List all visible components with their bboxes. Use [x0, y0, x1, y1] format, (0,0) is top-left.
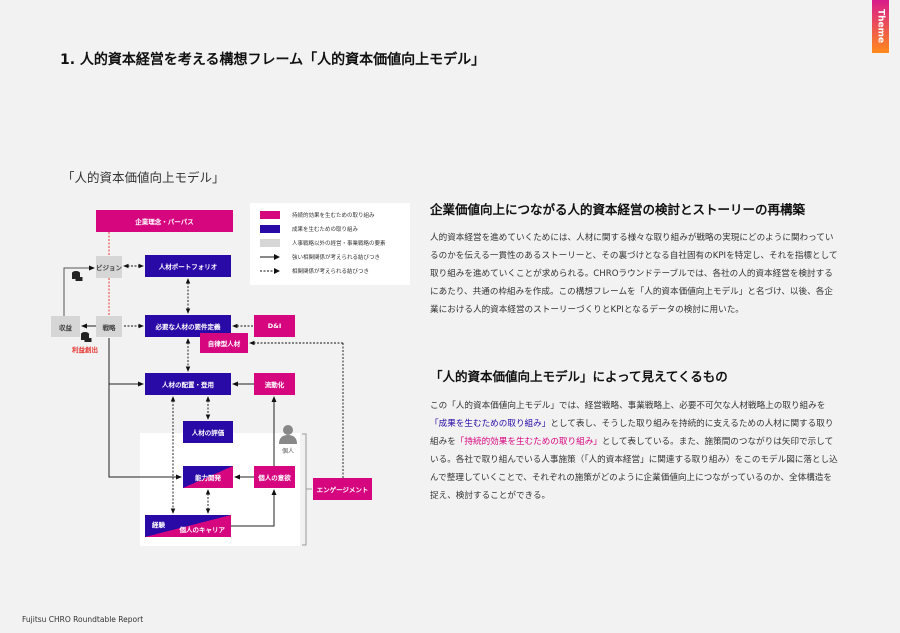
legend-item: 相関関係が考えられる結びつき	[260, 267, 369, 275]
solid-arrow-icon	[260, 254, 280, 260]
strategy-box: 戦略	[96, 316, 122, 337]
legend-item: 人事戦略以外の経営・事業戦略の要素	[260, 239, 386, 247]
coins-icon	[81, 332, 92, 342]
person-icon	[279, 425, 297, 444]
requirements-box: 必要な人材の要件定義	[145, 315, 231, 337]
magenta-swatch	[260, 211, 280, 219]
highlight-sustainable: 「持続的効果を生むための取り組み」	[455, 437, 602, 448]
theme-tab[interactable]: Theme	[872, 0, 889, 53]
portfolio-box: 人材ポートフォリオ	[145, 255, 231, 277]
coins-icon	[72, 271, 83, 281]
placement-box: 人材の配置・登用	[145, 373, 231, 395]
motivation-box: 個人の意欲	[254, 466, 295, 488]
development-box: 能力開発	[183, 466, 233, 488]
legend-item: 強い相関関係が考えられる結びつき	[260, 253, 380, 261]
experience-label: 経験	[152, 521, 165, 529]
section1-body: 人的資本経営を進めていくためには、人材に関する様々な取り組みが戦略の実現にどのよ…	[430, 233, 838, 316]
model-title: 「人的資本価値向上モデル」	[62, 170, 225, 185]
legend-item: 成果を生むための取り組み	[260, 225, 358, 233]
evaluation-box: 人材の評価	[183, 421, 233, 443]
career-box: 経験 個人のキャリア	[145, 515, 231, 537]
section2-body: この「人的資本価値向上モデル」では、経営戦略、事業戦略上、必要不可欠な人材戦略上…	[430, 401, 838, 502]
blue-swatch	[260, 225, 280, 233]
purpose-box: 企業理念・パーパス	[96, 210, 233, 232]
footer: Fujitsu CHRO Roundtable Report	[22, 615, 144, 624]
mobility-box: 流動化	[254, 373, 295, 395]
legend-item: 持続的効果を生むための取り組み	[260, 211, 375, 219]
autonomous-box: 自律型人材	[200, 333, 248, 353]
dei-box: D&I	[254, 315, 295, 337]
legend: 持続的効果を生むための取り組み 成果を生むための取り組み 人事戦略以外の経営・事…	[250, 203, 410, 285]
dashed-arrow-icon	[260, 268, 280, 274]
highlight-results: 「成果を生むための取り組み」	[430, 419, 551, 430]
section2-heading: 「人的資本価値向上モデル」によって見えてくるもの	[430, 369, 728, 384]
section1-heading: 企業価値向上につながる人的資本経営の検討とストーリーの再構築	[430, 202, 806, 217]
vision-box: ビジョン	[96, 256, 122, 278]
gray-swatch	[260, 239, 280, 247]
page-title: 1. 人的資本経営を考える構想フレーム「人的資本価値向上モデル」	[60, 52, 486, 68]
engagement-box: エンゲージメント	[313, 478, 372, 500]
career-label: 個人のキャリア	[179, 526, 226, 534]
individual-label: 個人	[282, 448, 295, 455]
profit-label: 利益創出	[72, 346, 98, 354]
revenue-box: 収益	[51, 316, 80, 337]
